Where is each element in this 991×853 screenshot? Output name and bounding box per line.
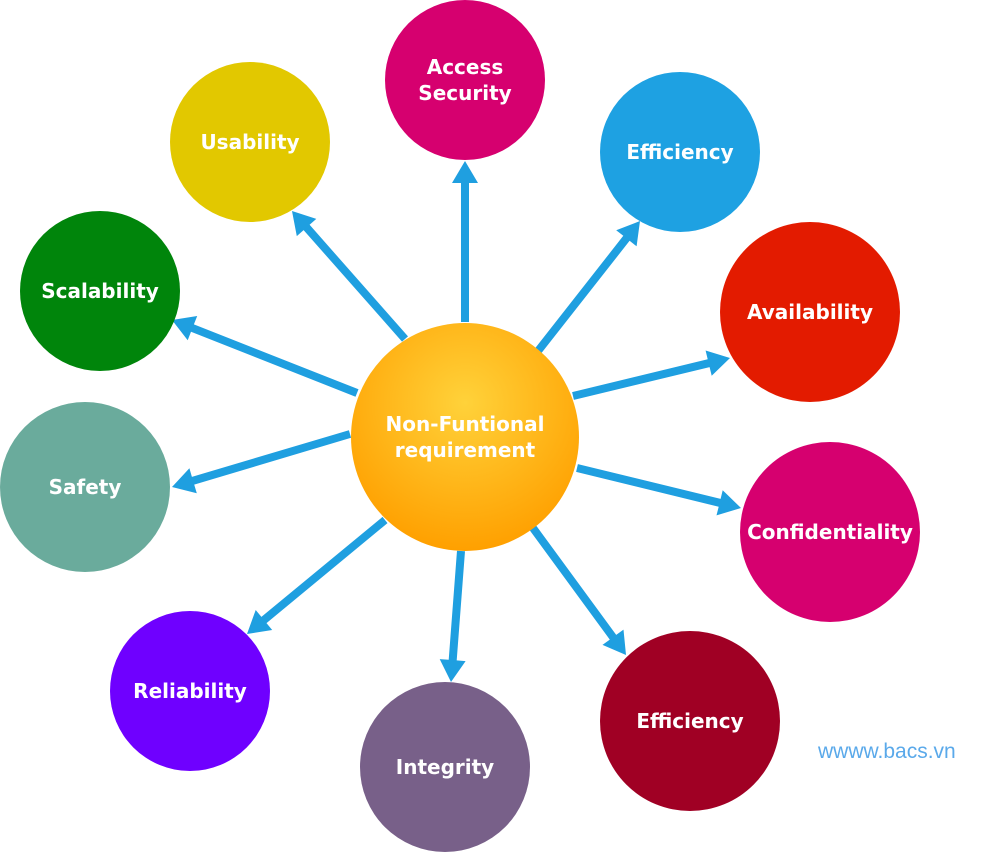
node-label: Scalability	[41, 279, 159, 303]
center-label-line-1: Non-Funtional	[386, 412, 545, 436]
node-7: Safety	[0, 402, 170, 572]
node-circle	[20, 211, 180, 371]
arrow-1	[534, 221, 640, 354]
node-2: Availability	[720, 222, 900, 402]
node-6: Reliability	[110, 611, 270, 771]
node-label: Efficiency	[636, 709, 743, 733]
node-label: Usability	[200, 130, 299, 154]
node-label: Availability	[747, 300, 873, 324]
node-label: Safety	[49, 475, 122, 499]
node-circle	[600, 72, 760, 232]
node-1: Efficiency	[600, 72, 760, 232]
arrow-9	[292, 211, 408, 342]
node-circle	[600, 631, 780, 811]
arrow-7	[172, 430, 352, 494]
center-circle	[351, 323, 579, 551]
node-label: Confidentiality	[747, 520, 913, 544]
arrow-3	[576, 464, 741, 516]
node-circle	[0, 402, 170, 572]
node-8: Scalability	[20, 211, 180, 371]
arrow-5	[439, 550, 466, 682]
node-4: Efficiency	[600, 631, 780, 811]
node-circle	[110, 611, 270, 771]
node-5: Integrity	[360, 682, 530, 852]
center-node: Non-Funtional requirement	[351, 323, 579, 551]
arrow-4	[529, 525, 626, 655]
arrow-6	[247, 516, 388, 634]
node-circle	[720, 222, 900, 402]
node-label: Access	[427, 55, 504, 79]
node-3: Confidentiality	[740, 442, 920, 622]
node-circle	[385, 0, 545, 160]
node-9: Usability	[170, 62, 330, 222]
node-label: Reliability	[133, 679, 247, 703]
nodes: AccessSecurityEfficiencyAvailabilityConf…	[0, 0, 920, 852]
arrow-8	[172, 316, 359, 397]
watermark: wwww.bacs.vn	[818, 740, 956, 763]
node-label: Efficiency	[626, 140, 733, 164]
arrow-0	[452, 161, 478, 322]
node-circle	[740, 442, 920, 622]
node-circle	[170, 62, 330, 222]
arrow-2	[572, 350, 730, 400]
node-label: Security	[418, 81, 511, 105]
node-circle	[360, 682, 530, 852]
center-label-line-2: requirement	[395, 438, 536, 462]
node-label: Integrity	[396, 755, 494, 779]
arrows	[172, 161, 741, 682]
